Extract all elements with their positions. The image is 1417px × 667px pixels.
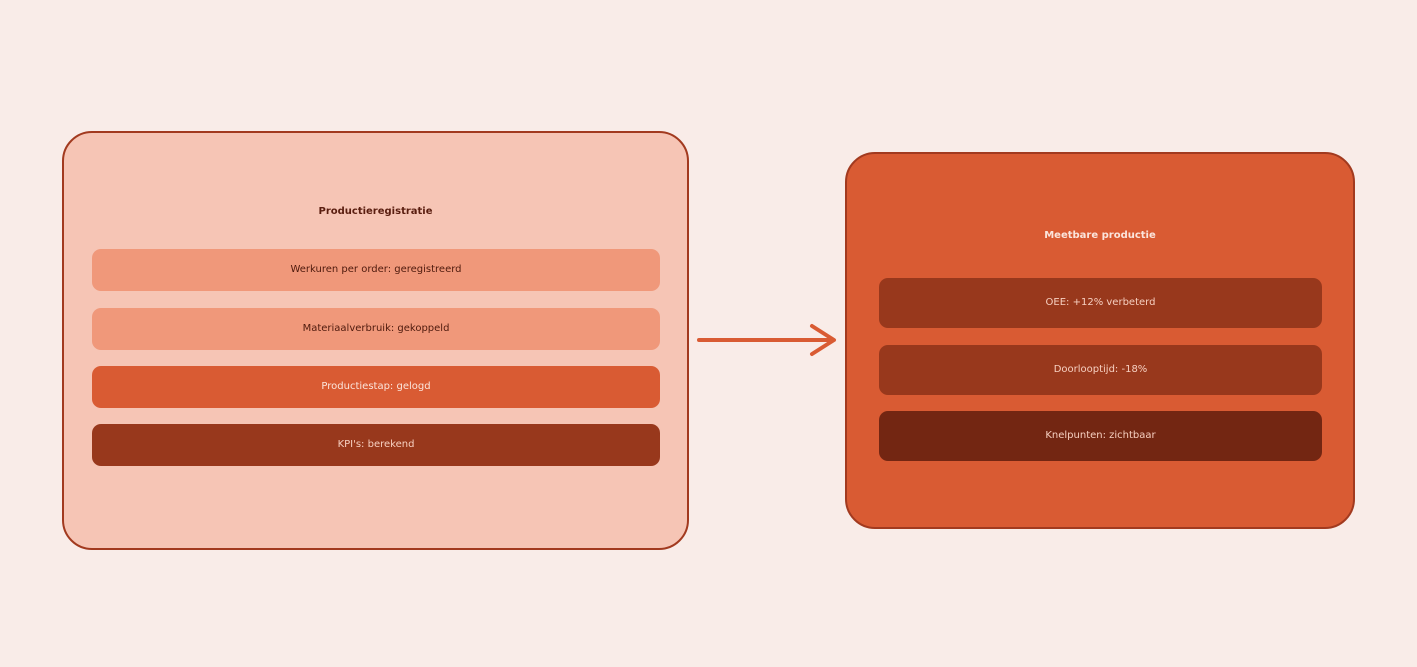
outcome-title: Meetbare productie [1044, 230, 1156, 241]
registration-title: Productieregistratie [318, 206, 433, 217]
outcome-item: Doorlooptijd: -18% [879, 345, 1322, 395]
outcome-item: OEE: +12% verbeterd [879, 278, 1322, 328]
registration-item: KPI's: berekend [92, 424, 660, 466]
outcome-panel: Meetbare productie OEE: +12% verbeterd D… [845, 152, 1355, 529]
flow-arrow-icon [697, 324, 836, 356]
registration-item: Materiaalverbruik: gekoppeld [92, 308, 660, 350]
registration-item: Productiestap: gelogd [92, 366, 660, 408]
registration-item: Werkuren per order: geregistreerd [92, 249, 660, 291]
outcome-item: Knelpunten: zichtbaar [879, 411, 1322, 461]
registration-panel: Productieregistratie Werkuren per order:… [62, 131, 689, 550]
